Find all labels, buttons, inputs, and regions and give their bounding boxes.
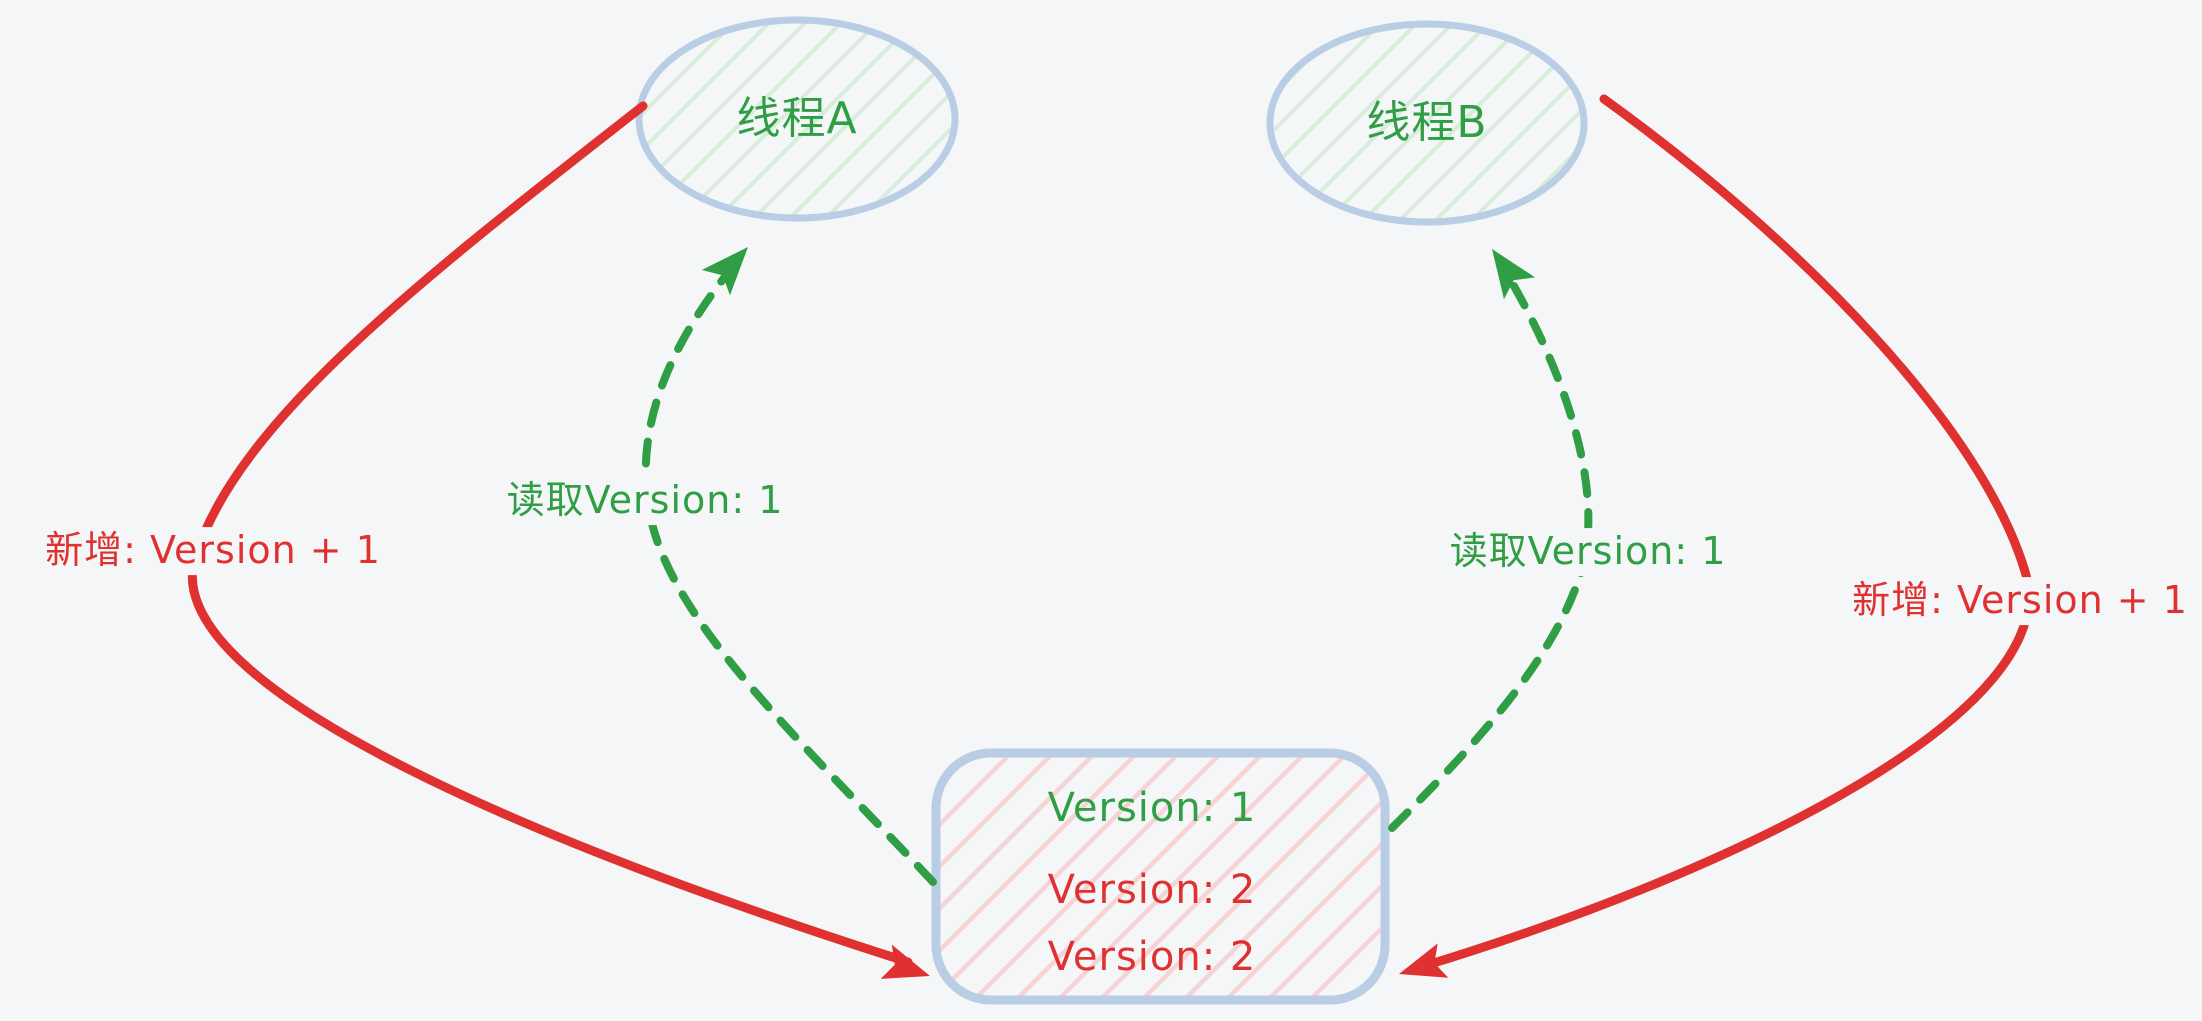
add-right-arrow-label: 新增: Version + 1 <box>1842 577 2198 625</box>
version-box-line-1: Version: 1 <box>1047 785 1257 831</box>
add-left-arrow-label: 新增: Version + 1 <box>35 527 391 575</box>
version-box-line-3: Version: 2 <box>1047 934 1257 980</box>
read-left-arrow <box>641 254 937 886</box>
thread-a-label: 线程A <box>736 92 858 144</box>
thread-b-label: 线程B <box>1366 96 1488 148</box>
read-left-arrow-label: 读取Version: 1 <box>496 477 794 525</box>
add-right-arrowhead-icon <box>1399 943 1449 978</box>
read-right-arrow-label: 读取Version: 1 <box>1439 528 1737 576</box>
add-left-arrowhead-icon <box>880 944 930 979</box>
version-box-node <box>931 748 1390 1005</box>
thread-b-node <box>1266 20 1588 226</box>
thread-a-node <box>635 16 959 222</box>
read-right-arrowhead-icon <box>1492 249 1536 300</box>
version-box-line-2: Version: 2 <box>1047 867 1257 913</box>
read-left-arrowhead-icon <box>701 247 748 296</box>
